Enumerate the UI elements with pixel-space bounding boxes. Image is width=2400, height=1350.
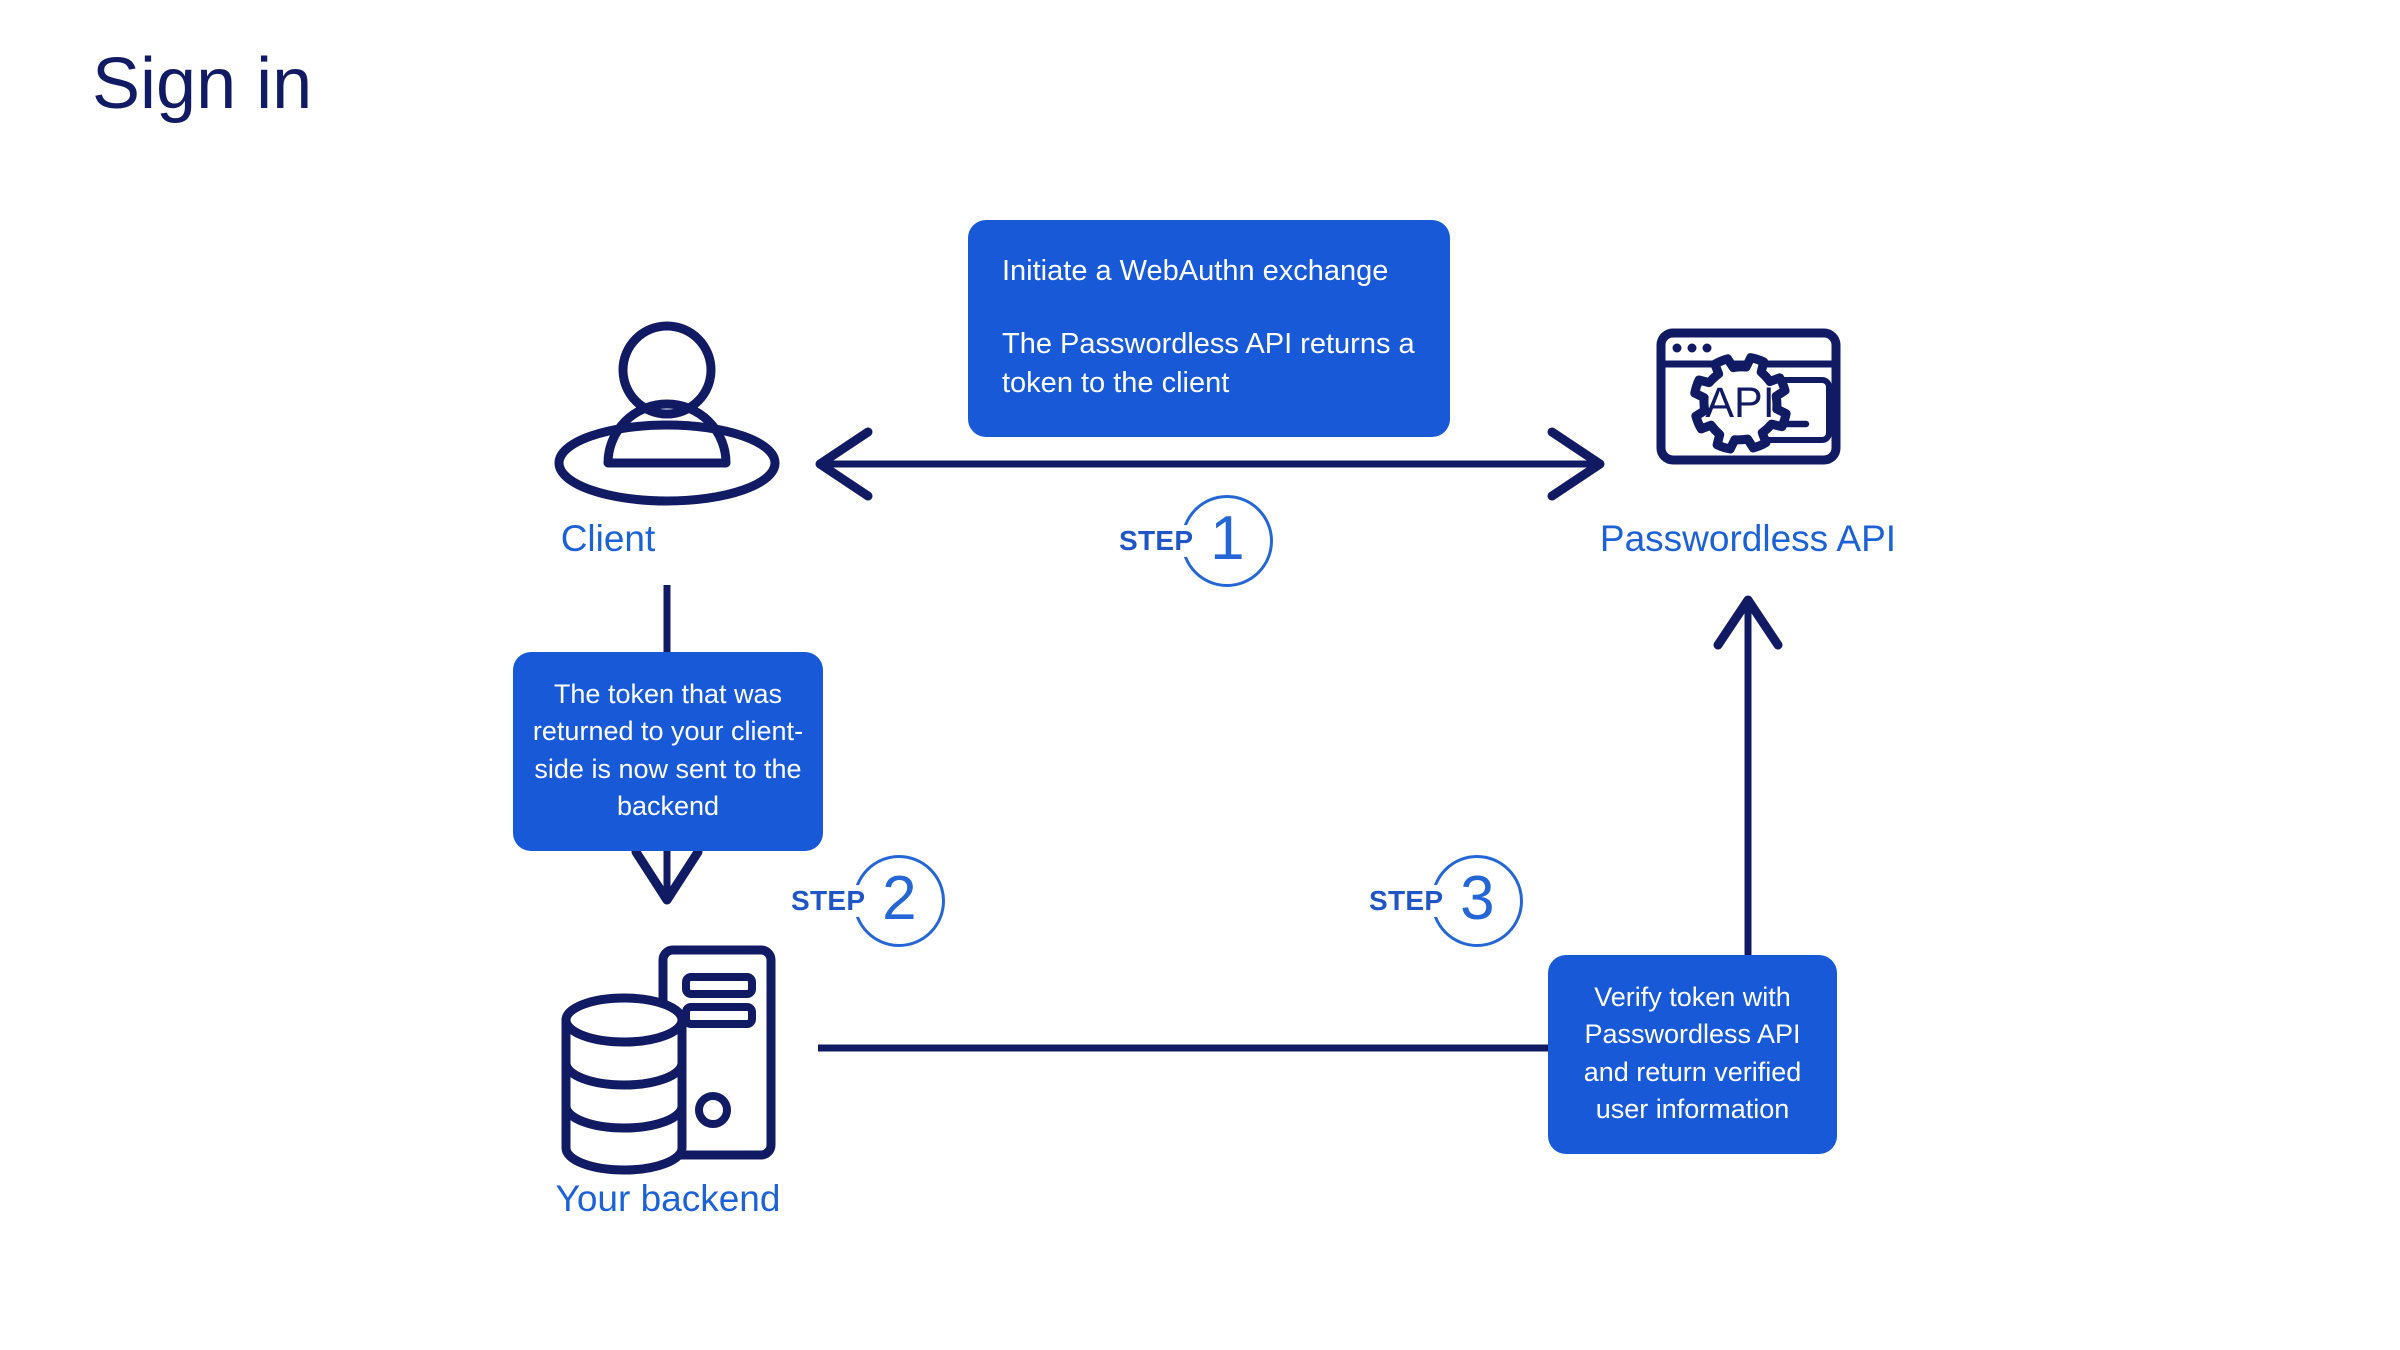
node-label-backend: Your backend bbox=[555, 1178, 781, 1219]
callout-2-text: The token that was returned to your clie… bbox=[532, 679, 804, 821]
callout-step-2: The token that was returned to your clie… bbox=[513, 652, 823, 851]
database-server-icon bbox=[561, 945, 776, 1175]
client-api-bidirectional-arrow bbox=[815, 427, 1605, 501]
api-terminal-gear-icon: API bbox=[1656, 328, 1841, 465]
step-badge-2: STEP 2 bbox=[791, 855, 946, 947]
callout-step-1: Initiate a WebAuthn exchange The Passwor… bbox=[968, 220, 1450, 438]
step-badge-1: STEP 1 bbox=[1119, 495, 1274, 587]
step-2-word: STEP bbox=[791, 885, 868, 917]
callout-step-3: Verify token with Passwordless API and r… bbox=[1548, 955, 1837, 1154]
page-title: Sign in bbox=[92, 44, 313, 124]
window-dots-icon bbox=[1672, 343, 1712, 353]
user-avatar-icon bbox=[554, 321, 780, 506]
gear-icon: API bbox=[1690, 353, 1791, 454]
step-badge-3: STEP 3 bbox=[1369, 855, 1524, 947]
gear-api-label: API bbox=[1705, 379, 1774, 427]
node-label-client: Client bbox=[560, 518, 656, 559]
callout-1-line-2: The Passwordless API returns a token to … bbox=[1002, 328, 1415, 400]
step-1-word: STEP bbox=[1119, 525, 1196, 557]
callout-1-line-1: Initiate a WebAuthn exchange bbox=[1002, 255, 1389, 287]
node-label-api: Passwordless API bbox=[1599, 518, 1897, 559]
step-3-number: 3 bbox=[1460, 864, 1495, 933]
step-3-word: STEP bbox=[1369, 885, 1446, 917]
step-2-number: 2 bbox=[882, 864, 917, 933]
callout-3-text: Verify token with Passwordless API and r… bbox=[1583, 982, 1802, 1124]
step-3-ring: 3 bbox=[1431, 855, 1524, 947]
step-1-number: 1 bbox=[1210, 504, 1245, 573]
